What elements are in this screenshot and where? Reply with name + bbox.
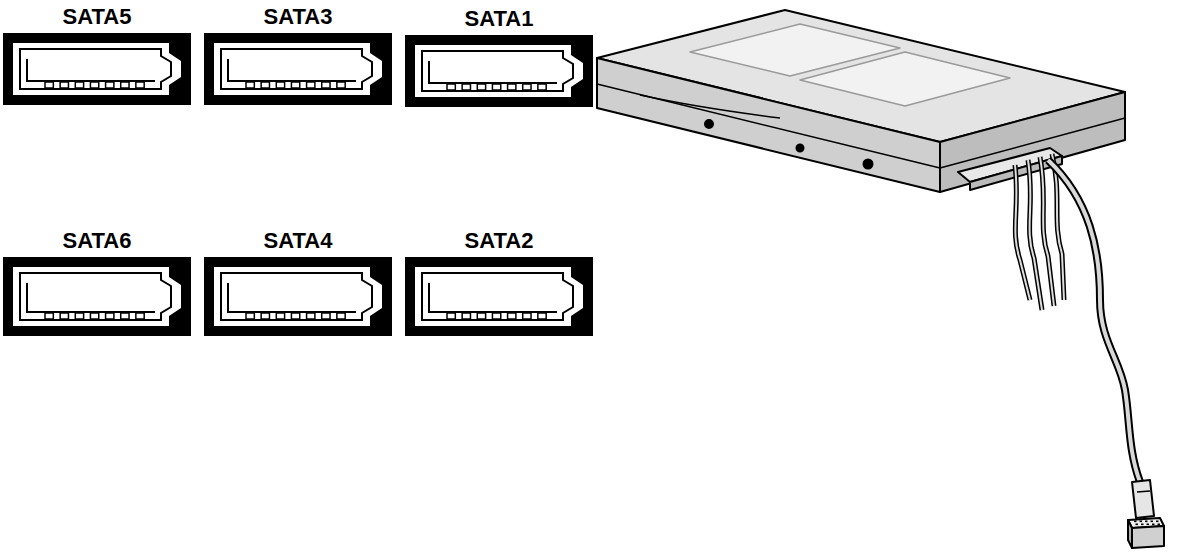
header-hole bbox=[1134, 521, 1137, 523]
header-hole bbox=[1136, 524, 1139, 526]
port-label: SATA5 bbox=[3, 4, 191, 30]
header-hole bbox=[1151, 521, 1154, 523]
connector-outline bbox=[405, 35, 593, 107]
sata-connector: SATA3 bbox=[204, 4, 392, 105]
header-hole bbox=[1141, 524, 1144, 526]
connector-outline bbox=[405, 257, 593, 336]
header-hole bbox=[1147, 524, 1150, 526]
port-label: SATA1 bbox=[405, 6, 593, 32]
sata-connector: SATA2 bbox=[405, 228, 593, 336]
connector-outline bbox=[204, 33, 392, 105]
port-label: SATA4 bbox=[204, 228, 392, 254]
header-hole bbox=[1140, 521, 1143, 523]
port-label: SATA3 bbox=[204, 4, 392, 30]
connector-outline bbox=[3, 257, 191, 336]
sata-connector: SATA5 bbox=[3, 4, 191, 105]
header-hole bbox=[1145, 521, 1148, 523]
header-hole bbox=[1152, 524, 1155, 526]
connector-outline bbox=[204, 257, 392, 336]
port-label: SATA6 bbox=[3, 228, 191, 254]
sata-connector: SATA4 bbox=[204, 228, 392, 336]
header-hole bbox=[1158, 524, 1161, 526]
sata-connector: SATA1 bbox=[405, 6, 593, 107]
port-label: SATA2 bbox=[405, 228, 593, 254]
header-hole bbox=[1156, 521, 1159, 523]
connector-outline bbox=[3, 33, 191, 105]
sata-connector: SATA6 bbox=[3, 228, 191, 336]
